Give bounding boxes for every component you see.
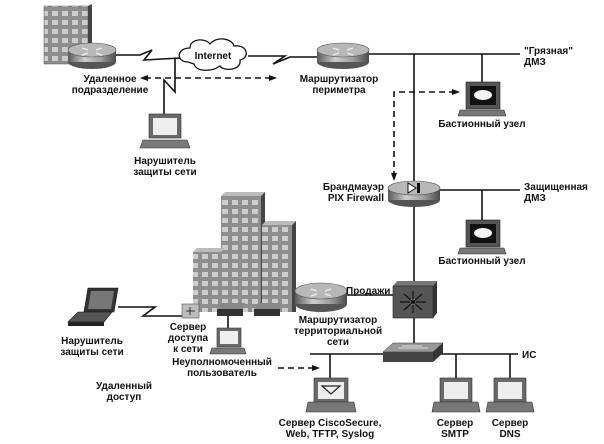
cloud-icon (178, 38, 247, 71)
multilayer-switch-icon[interactable] (392, 281, 437, 319)
label-intruder-top-2: защиты сети (133, 167, 196, 178)
hub-icon[interactable] (254, 303, 282, 316)
label-wan-router-2: территориальной (294, 326, 382, 337)
label-unauthorized-user-1: Неуполномоченный (172, 357, 272, 368)
label-firewall-2: PIX Firewall (328, 193, 384, 204)
link-intruder-internet (163, 58, 176, 114)
router-icon[interactable] (294, 282, 348, 312)
label-sales: Продажи (346, 286, 390, 297)
label-intruder-laptop-2: защиты сети (60, 347, 123, 358)
label-protected-dmz-1: Защищенная (524, 182, 588, 193)
arrow-right-icon (269, 75, 277, 81)
label-intruder-top-1: Нарушитель (134, 156, 196, 167)
label-smtp-1: Сервер (437, 418, 474, 429)
label-bastion-top: Бастионный узел (438, 119, 525, 130)
bastion-host-icon[interactable] (457, 219, 507, 255)
label-access-server-3: к сети (173, 344, 203, 355)
arrow-down-icon (391, 173, 397, 181)
label-perimeter-router-2: периметра (312, 85, 366, 96)
hub-icon[interactable] (217, 303, 245, 316)
label-dirty-dmz-1: "Грязная" (524, 46, 573, 57)
router-icon[interactable] (316, 42, 370, 69)
dashed-attack-path-dmz (393, 91, 455, 175)
label-intruder-laptop-1: Нарушитель (61, 336, 123, 347)
arrow-left-icon (140, 75, 148, 81)
label-access-server-1: Сервер (170, 322, 207, 333)
label-smtp-2: SMTP (441, 429, 469, 440)
label-dns-2: DNS (499, 429, 520, 440)
label-wan-router-1: Маршрутизатор (299, 315, 378, 326)
label-remote-access-1: Удаленный (96, 381, 152, 392)
link-remote-internet (115, 49, 181, 61)
label-remote-office-2: подразделение (72, 85, 149, 96)
access-server-icon[interactable] (181, 303, 200, 319)
label-access-server-2: доступа (168, 333, 209, 344)
laptop-icon[interactable] (67, 287, 119, 326)
label-unauthorized-user-2: пользователь (187, 368, 257, 379)
label-firewall-1: Брандмауэр (323, 182, 384, 193)
label-perimeter-router-1: Маршрутизатор (300, 74, 379, 85)
workstation-icon[interactable] (209, 327, 247, 355)
label-dirty-dmz-2: ДМЗ (524, 57, 546, 68)
label-protected-dmz-2: ДМЗ (524, 193, 546, 204)
label-remote-access-2: доступ (107, 392, 142, 403)
link-internet-perimeter (248, 55, 320, 65)
firewall-icon[interactable] (387, 180, 441, 207)
label-ciscosecure-2: Web, TFTP, Syslog (286, 429, 375, 440)
server-icon[interactable] (305, 377, 357, 413)
switch-icon[interactable] (382, 342, 444, 362)
building-icon (193, 192, 296, 312)
label-dns-1: Сервер (492, 418, 529, 429)
label-ciscosecure-1: Сервер CiscoSecure, (279, 418, 382, 429)
label-remote-office-1: Удаленное (83, 74, 136, 85)
label-is: ИС (522, 350, 536, 361)
workstation-icon[interactable] (139, 113, 191, 149)
label-bastion-mid: Бастионный узел (438, 256, 525, 267)
bastion-host-icon[interactable] (457, 81, 507, 117)
label-wan-router-3: сети (327, 337, 349, 348)
server-icon[interactable] (431, 377, 481, 413)
arrow-right-icon (312, 365, 320, 371)
router-icon[interactable] (67, 42, 117, 69)
link-laptop-access-server (118, 306, 182, 317)
server-icon[interactable] (485, 377, 535, 413)
internet-label: Internet (195, 51, 232, 62)
connections (115, 49, 520, 378)
arrow-right-icon (452, 89, 460, 95)
